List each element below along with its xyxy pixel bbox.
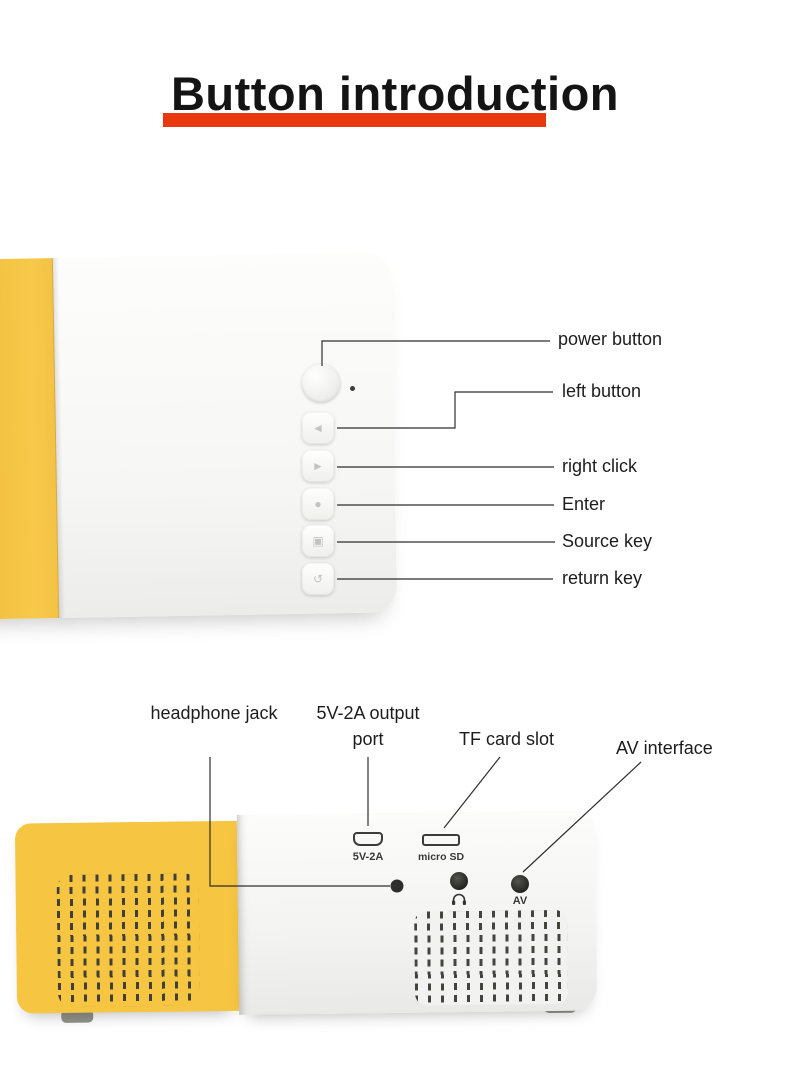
return-button: ↺	[302, 563, 334, 595]
ok-icon: ●	[314, 497, 322, 511]
enter-button: ●	[302, 488, 334, 520]
source-button: ▣	[302, 525, 334, 557]
source-icon: ▣	[312, 534, 324, 548]
white-vent-grille	[413, 909, 569, 1006]
label-tf-card-slot: TF card slot	[459, 729, 555, 749]
label-return-key: return key	[562, 568, 643, 588]
right-arrow-icon: ►	[312, 459, 324, 473]
title-underline	[163, 113, 546, 127]
label-av-interface: AV interface	[616, 738, 713, 758]
projector-top-view	[0, 252, 398, 620]
label-enter: Enter	[562, 494, 606, 514]
top-body-yellow	[0, 258, 60, 620]
yellow-vent-grille	[56, 873, 201, 1008]
power-button	[302, 364, 340, 402]
return-icon: ↺	[312, 572, 324, 586]
indicator-led	[350, 386, 355, 391]
label-source-key: Source key	[562, 531, 653, 551]
right-button: ►	[302, 450, 334, 482]
label-headphone-jack: headphone jack	[150, 703, 278, 723]
left-arrow-icon: ◄	[312, 421, 324, 435]
label-right-click: right click	[562, 456, 638, 476]
label-usb-output-port: 5V-2A output port	[316, 703, 420, 749]
label-left-button: left button	[562, 381, 642, 401]
page-title: Button introduction	[170, 67, 620, 120]
left-button: ◄	[302, 412, 334, 444]
label-power-button: power button	[558, 329, 663, 349]
projector-back-view	[14, 810, 598, 1023]
